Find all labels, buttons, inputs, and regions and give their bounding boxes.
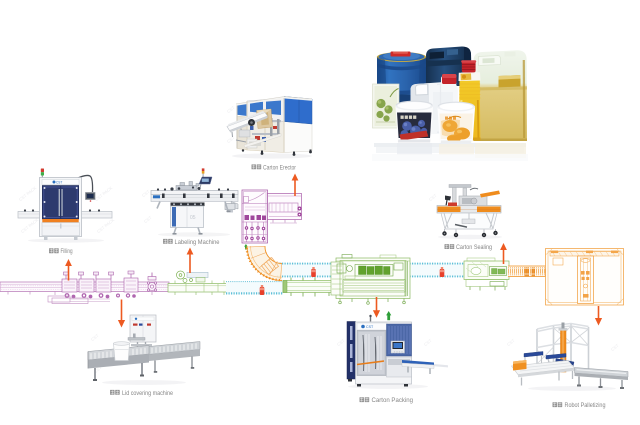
svg-text:Labeling Machine: Labeling Machine xyxy=(175,239,220,246)
svg-text:CST: CST xyxy=(143,215,153,224)
svg-text:CST: CST xyxy=(506,338,516,347)
svg-text:Carton Packing: Carton Packing xyxy=(372,397,414,404)
svg-text:Carton Erector: Carton Erector xyxy=(263,164,297,171)
svg-text:CST: CST xyxy=(336,338,346,347)
svg-text:CST: CST xyxy=(428,193,438,202)
svg-text:CST: CST xyxy=(226,105,236,114)
svg-text:Robot Palletizing: Robot Palletizing xyxy=(565,402,606,409)
svg-text:CST PACK: CST PACK xyxy=(20,217,39,234)
svg-text:CST: CST xyxy=(90,333,100,342)
svg-text:CST: CST xyxy=(423,338,433,347)
svg-text:CST PACK: CST PACK xyxy=(94,185,113,202)
svg-text:Carton Sealing: Carton Sealing xyxy=(456,244,492,251)
svg-text:CST: CST xyxy=(610,343,620,352)
svg-text:CST: CST xyxy=(226,135,236,144)
svg-text:CST: CST xyxy=(366,325,374,329)
svg-text:CST: CST xyxy=(141,189,151,198)
svg-text:CST: CST xyxy=(93,365,103,374)
svg-text:CST PACK: CST PACK xyxy=(18,185,37,202)
svg-text:CST: CST xyxy=(56,181,62,185)
svg-text:Lid covering machine: Lid covering machine xyxy=(122,390,173,397)
svg-text:CST PACK: CST PACK xyxy=(96,217,115,234)
svg-text:Filling: Filling xyxy=(61,248,73,255)
svg-text:05: 05 xyxy=(190,215,196,221)
